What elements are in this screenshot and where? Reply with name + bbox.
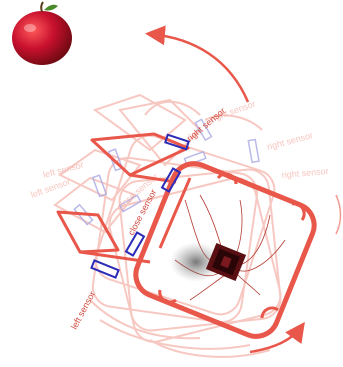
bottom-curved-arrow-icon	[250, 326, 302, 352]
ghost-right-sensor-label-2: right sensor	[266, 130, 314, 152]
right-sensor-label: right sensor	[185, 106, 227, 144]
top-curved-arrow-icon	[150, 34, 248, 102]
right-edge-arrow-icon	[336, 195, 341, 234]
robot-body	[129, 157, 321, 343]
apple-icon	[12, 2, 72, 65]
ghost-right-sensor-label-3: right sensor	[281, 166, 329, 180]
left-sensor-label: left sensor	[69, 290, 97, 331]
